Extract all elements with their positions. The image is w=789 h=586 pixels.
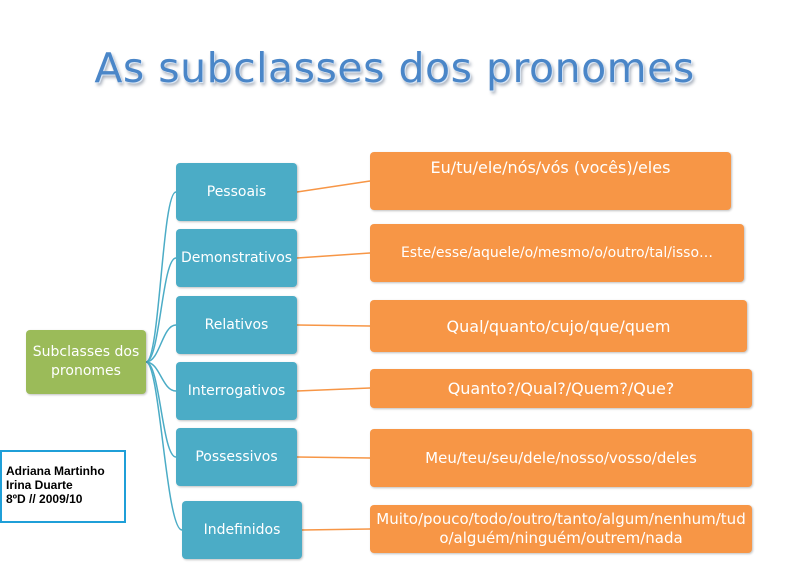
tree-connector-indefinidos — [145, 361, 183, 531]
root-node-label: Subclasses dos pronomes — [32, 344, 140, 379]
examples-node-indefinidos: Muito/pouco/todo/outro/tanto/algum/nenhu… — [370, 505, 752, 553]
examples-text: Meu/teu/seu/dele/nosso/vosso/deles — [425, 448, 697, 467]
examples-node-pessoais: Eu/tu/ele/nós/vós (vocês)/eles — [370, 152, 731, 210]
examples-node-demonstrativos: Este/esse/aquele/o/mesmo/o/outro/tal/iss… — [370, 224, 744, 282]
example-connector-pessoais — [296, 180, 371, 193]
subclass-label: Pessoais — [206, 184, 267, 200]
subclass-node-possessivos: Possessivos — [176, 428, 297, 486]
subclass-node-indefinidos: Indefinidos — [182, 501, 302, 559]
tree-connector-demonstrativos — [145, 257, 177, 363]
subclass-node-pessoais: Pessoais — [176, 163, 297, 221]
subclass-label: Interrogativos — [187, 383, 286, 399]
examples-text: Este/esse/aquele/o/mesmo/o/outro/tal/iss… — [400, 244, 714, 261]
subclass-node-relativos: Relativos — [176, 296, 297, 354]
tree-connector-relativos — [145, 324, 177, 363]
root-node: Subclasses dos pronomes — [26, 330, 146, 394]
tree-connector-pessoais — [145, 191, 177, 363]
examples-text: Quanto?/Qual?/Quem?/Que? — [447, 379, 675, 398]
example-connector-possessivos — [296, 456, 371, 459]
subclass-label: Possessivos — [195, 449, 278, 465]
credits-author-1: Adriana Martinho — [6, 464, 105, 478]
examples-text: Muito/pouco/todo/outro/tanto/algum/nenhu… — [376, 510, 746, 547]
example-connector-relativos — [296, 324, 371, 327]
subclass-node-interrogativos: Interrogativos — [176, 362, 297, 420]
subclass-node-demonstrativos: Demonstrativos — [176, 229, 297, 287]
examples-text: Qual/quanto/cujo/que/quem — [446, 316, 671, 336]
example-connector-demonstrativos — [296, 252, 371, 259]
slide-title: As subclasses dos pronomes — [94, 44, 695, 92]
example-connector-indefinidos — [301, 528, 371, 531]
tree-connector-possessivos — [145, 361, 177, 458]
subclass-label: Indefinidos — [203, 522, 281, 538]
examples-node-relativos: Qual/quanto/cujo/que/quem — [370, 300, 747, 352]
examples-node-possessivos: Meu/teu/seu/dele/nosso/vosso/deles — [370, 429, 752, 487]
examples-node-interrogativos: Quanto?/Qual?/Quem?/Que? — [370, 369, 752, 408]
credits-author-2: Irina Duarte — [6, 478, 73, 492]
credits-box: Adriana Martinho Irina Duarte 8ºD // 200… — [0, 450, 126, 523]
example-connector-interrogativos — [296, 387, 371, 392]
examples-text: Eu/tu/ele/nós/vós (vocês)/eles — [430, 158, 671, 177]
subclass-label: Demonstrativos — [180, 250, 293, 266]
credits-class-year: 8ºD // 2009/10 — [6, 492, 83, 506]
subclass-label: Relativos — [204, 317, 269, 333]
